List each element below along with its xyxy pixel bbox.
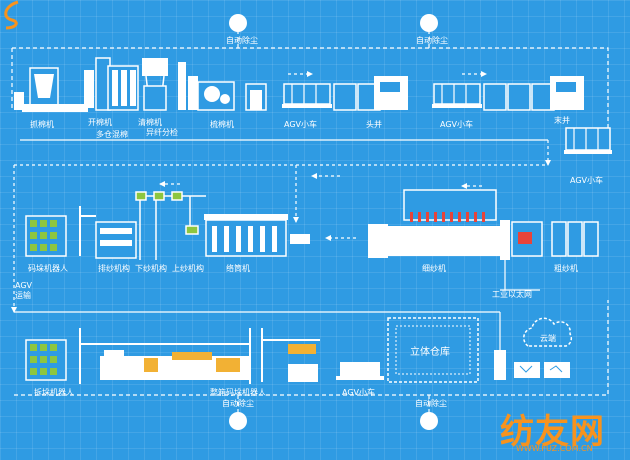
label-drawing-2: 末并	[554, 116, 570, 125]
winding-machine	[204, 214, 310, 257]
unpacking-station	[25, 328, 251, 384]
label-agv-2: AGV小车	[440, 120, 474, 129]
bale-plucker-machine	[14, 67, 88, 112]
label-pack-robot: 码垛机器人	[28, 264, 68, 273]
agv-cart-2	[432, 83, 482, 108]
brand-swirl-icon	[4, 0, 19, 30]
label-cleaner: 清棉机	[138, 118, 162, 127]
dust-pipe-network	[11, 30, 609, 415]
label-fiber-detect: 异纤分检	[146, 128, 178, 137]
label-ethernet: 工业以太网	[492, 290, 532, 299]
watermark-url: WWW.FUZ.COM.CN	[516, 444, 593, 453]
label-blender: 多仓混棉	[96, 130, 128, 139]
label-agv-1: AGV小车	[284, 120, 318, 129]
carding-machine	[197, 81, 267, 111]
watermark-brand: 纺友网	[500, 412, 605, 452]
roving-machine	[511, 221, 599, 257]
process-flow-lines	[11, 139, 551, 350]
yarn-gantry	[135, 191, 206, 260]
opener-machine	[84, 57, 111, 111]
yarn-sorter	[95, 221, 137, 259]
label-carding: 梳棉机	[210, 120, 234, 129]
packing-robot	[25, 206, 96, 257]
label-drawing-1: 头并	[366, 120, 382, 129]
label-unpack-robot: 拆垛机器人	[34, 388, 74, 397]
label-roving: 粗纱机	[554, 264, 578, 273]
label-down-yarn: 下纱机构	[135, 264, 167, 273]
dust-node-bottom-right	[420, 412, 438, 430]
agv-cart-3	[564, 127, 612, 154]
cleaner-machine	[142, 58, 168, 111]
label-spinning: 细纱机	[422, 264, 446, 273]
dust-label-bottom-left: 自动除尘	[222, 399, 254, 408]
flow-arrows	[159, 71, 487, 241]
label-pallet-robot: 整箱码垛机器人	[210, 388, 266, 397]
packaging-line	[100, 350, 250, 380]
fiber-detect-machine	[178, 62, 198, 110]
label-agv-4: AGV小车	[342, 388, 376, 397]
dust-node-top-left	[229, 14, 247, 32]
label-sort-yarn: 排纱机构	[98, 264, 130, 273]
label-bale-plucker: 抓棉机	[30, 120, 54, 129]
dust-label-top-left: 自动除尘	[226, 36, 258, 45]
spinning-frame	[368, 189, 510, 260]
dust-label-bottom-right: 自动除尘	[415, 399, 447, 408]
label-agv-3: AGV小车	[570, 176, 604, 185]
blender-machine	[107, 65, 139, 111]
label-agv-transport: AGV 运输	[15, 281, 33, 300]
agv-cart-1	[282, 83, 332, 108]
control-terminals	[494, 350, 570, 380]
dust-label-top-right: 自动除尘	[416, 36, 448, 45]
label-up-yarn: 上纱机构	[172, 264, 204, 273]
drawing-frame-2	[483, 76, 584, 111]
warehouse-box	[387, 317, 479, 383]
label-warehouse: 立体仓库	[410, 347, 450, 358]
label-opener: 开棉机	[88, 118, 112, 127]
pallet-robot	[261, 328, 320, 382]
cloud-shape	[523, 317, 573, 347]
label-winding: 络筒机	[226, 264, 250, 273]
dust-node-top-right	[420, 14, 438, 32]
agv-cart-4	[336, 362, 384, 380]
dust-node-bottom-left	[229, 412, 247, 430]
label-cloud: 云端	[540, 334, 556, 343]
drawing-frame-1	[333, 76, 408, 111]
